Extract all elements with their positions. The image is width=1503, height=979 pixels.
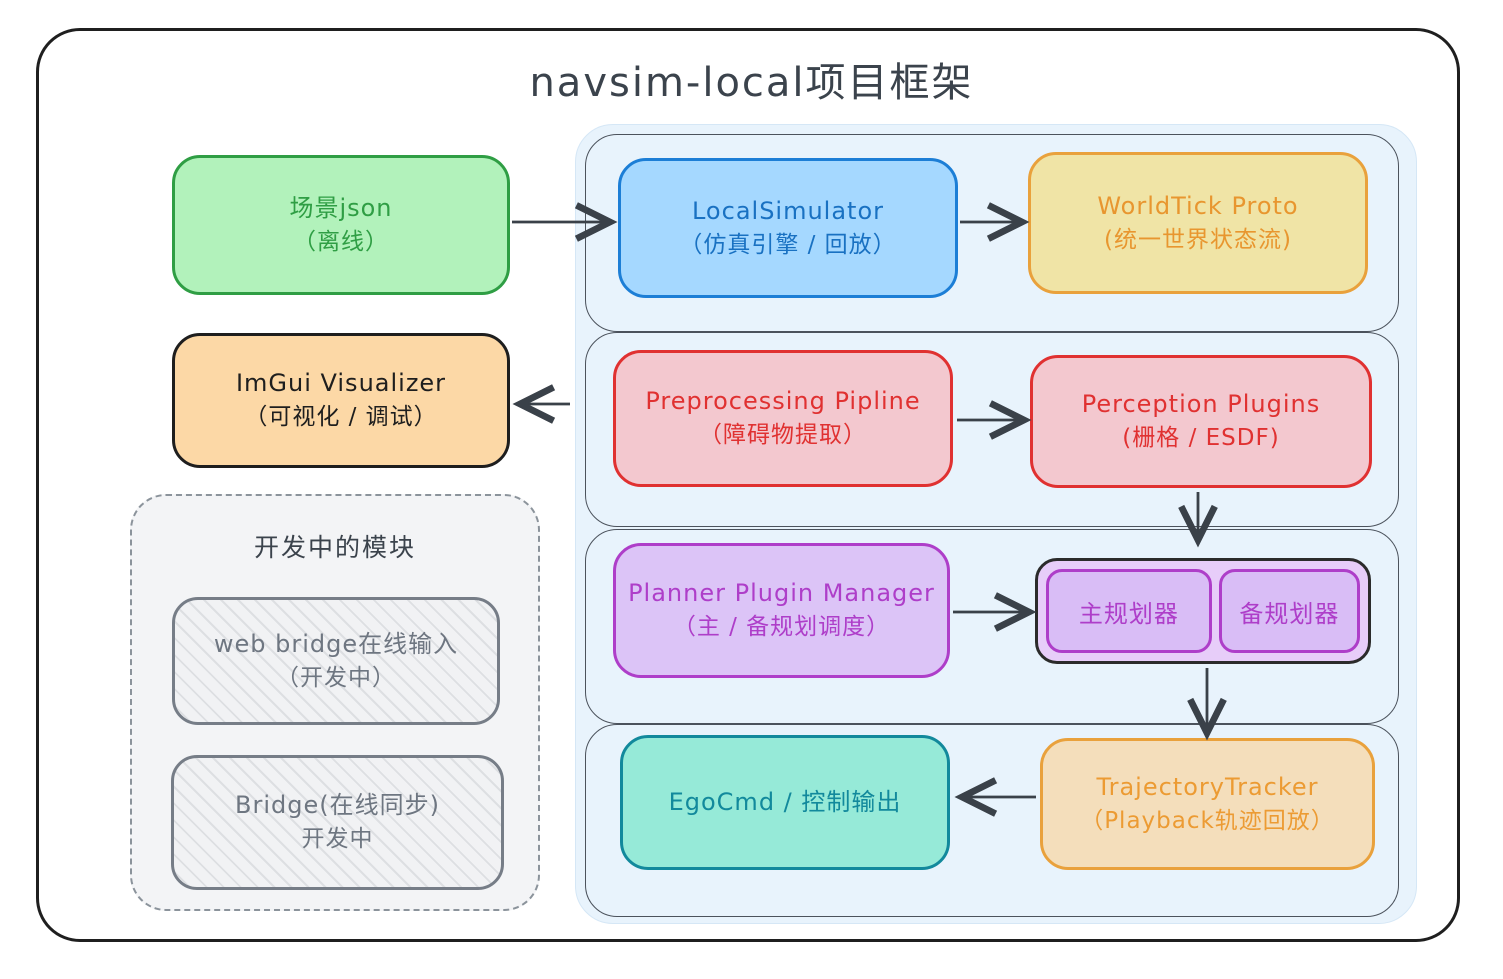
planner-plugin-manager-node: Planner Plugin Manager （主 / 备规划调度） <box>613 543 950 678</box>
node-subtitle: （离线） <box>293 228 389 255</box>
node-title: Perception Plugins <box>1081 390 1321 419</box>
preprocessing-pipline-node: Preprocessing Pipline （障碍物提取） <box>613 350 953 487</box>
trajectory-tracker-node: TrajectoryTracker （Playback轨迹回放） <box>1040 738 1375 870</box>
node-subtitle: (统一世界状态流) <box>1104 226 1292 253</box>
node-title: EgoCmd / 控制输出 <box>668 788 902 817</box>
pipeline-row-planning <box>585 529 1399 724</box>
node-subtitle: （仿真引擎 / 回放） <box>679 231 897 258</box>
diagram-title: navsim-local项目框架 <box>529 60 974 106</box>
node-subtitle: （主 / 备规划调度） <box>672 614 891 641</box>
node-title: TrajectoryTracker <box>1096 772 1319 801</box>
dev-modules-label: 开发中的模块 <box>253 533 416 562</box>
ego-cmd-node: EgoCmd / 控制输出 <box>620 735 950 870</box>
bridge-sync-node: Bridge(在线同步) 开发中 <box>171 755 504 890</box>
pipeline-row-control <box>585 724 1399 917</box>
node-subtitle: （障碍物提取） <box>699 422 867 449</box>
node-subtitle: 开发中 <box>301 826 374 853</box>
node-subtitle: (栅格 / ESDF) <box>1122 425 1280 452</box>
node-title: Bridge(在线同步) <box>235 791 440 820</box>
backup-planner-node: 备规划器 <box>1218 569 1360 653</box>
node-title: WorldTick Proto <box>1097 191 1299 220</box>
node-subtitle: （可视化 / 调试） <box>244 404 438 431</box>
planner-slots-container: 主规划器 备规划器 <box>1035 558 1371 664</box>
canvas-border <box>36 28 1460 942</box>
imgui-visualizer-node: ImGui Visualizer （可视化 / 调试） <box>172 333 510 468</box>
pipeline-row-perception <box>585 332 1399 527</box>
worldtick-proto-node: WorldTick Proto (统一世界状态流) <box>1028 152 1368 294</box>
perception-plugins-node: Perception Plugins (栅格 / ESDF) <box>1030 355 1372 488</box>
node-title: LocalSimulator <box>691 196 885 225</box>
node-subtitle: （Playback轨迹回放） <box>1080 807 1335 834</box>
main-planner-node: 主规划器 <box>1046 569 1212 653</box>
node-title: 备规划器 <box>1239 599 1340 628</box>
node-title: Preprocessing Pipline <box>645 387 921 416</box>
local-simulator-node: LocalSimulator （仿真引擎 / 回放） <box>618 158 958 298</box>
node-title: 场景json <box>289 193 393 222</box>
node-title: 主规划器 <box>1078 599 1179 628</box>
node-title: web bridge在线输入 <box>213 629 459 658</box>
node-subtitle: （开发中） <box>276 664 396 691</box>
scene-json-node: 场景json （离线） <box>172 155 510 295</box>
node-title: Planner Plugin Manager <box>628 579 935 608</box>
node-title: ImGui Visualizer <box>235 369 447 398</box>
web-bridge-node: web bridge在线输入 （开发中） <box>172 597 500 725</box>
